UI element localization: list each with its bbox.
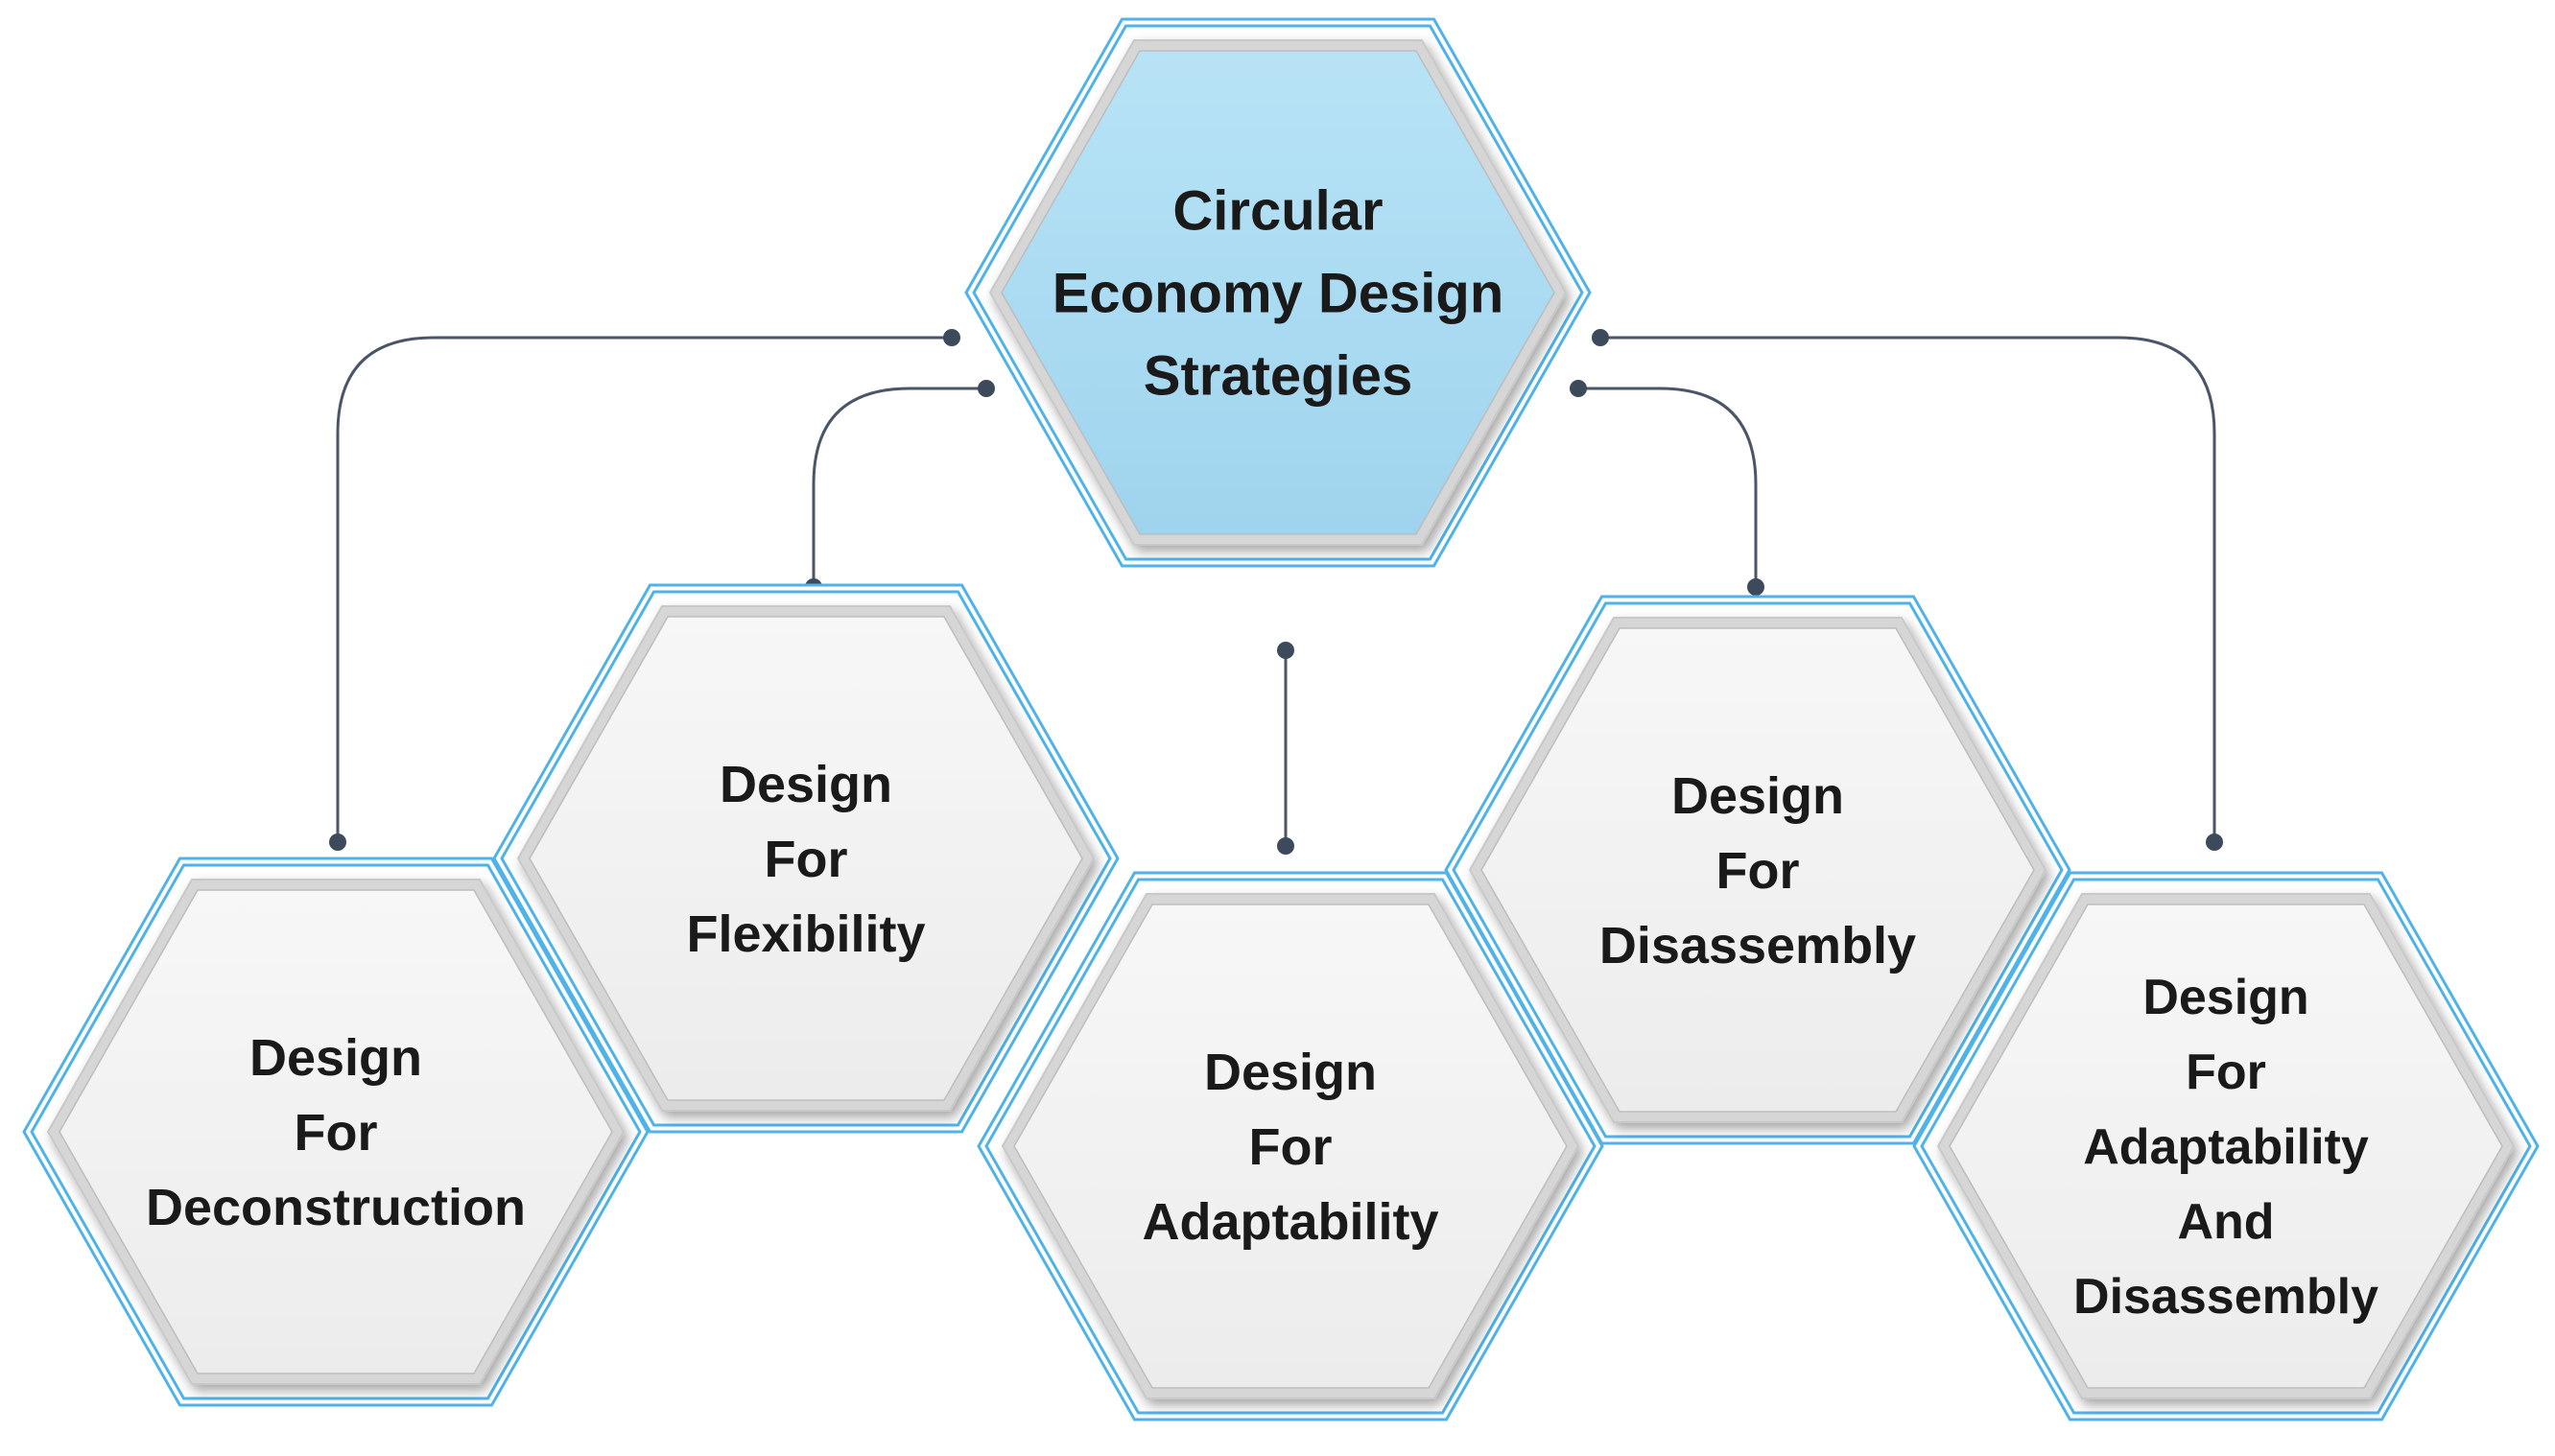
connector-disassembly (1578, 387, 1758, 587)
strategy-adaptability-and-disassembly-label-line: Disassembly (2073, 1269, 2378, 1325)
connector-dot (1592, 329, 1609, 346)
connector-lines (329, 329, 2223, 855)
strategy-flexibility-face (529, 616, 1083, 1101)
strategy-adaptability-label-line: Adaptability (1142, 1193, 1438, 1251)
strategy-adaptability-and-disassembly-inner-outline (1920, 878, 2532, 1415)
strategy-adaptability-and-disassembly-label-line: And (2177, 1194, 2274, 1250)
strategy-disassembly-label-line: Disassembly (1599, 917, 1916, 975)
strategy-disassembly-inner-outline (1452, 601, 2064, 1139)
strategy-deconstruction-face (59, 889, 613, 1374)
connector-dot (329, 834, 346, 851)
root-label-line: Strategies (1144, 344, 1412, 407)
strategy-adaptability-and-disassembly-label-line: Design (2142, 970, 2308, 1025)
connector-flexibility (812, 387, 986, 587)
root-label-line: Circular (1172, 179, 1383, 242)
strategy-deconstruction-label-line: Design (249, 1029, 422, 1087)
root-inner-outline (972, 24, 1584, 561)
connector-dot (1747, 578, 1764, 596)
connector-dot (1277, 642, 1294, 659)
strategy-adaptability-label-line: For (1249, 1118, 1333, 1176)
strategy-disassembly-face (1480, 627, 2035, 1113)
strategy-flexibility-label-line: For (765, 831, 848, 888)
root-label-line: Economy Design (1053, 262, 1504, 324)
root-face (1001, 50, 1555, 535)
strategy-adaptability-and-disassembly-label-line: For (2186, 1045, 2266, 1100)
strategy-flexibility-inner-outline (500, 590, 1112, 1127)
strategy-adaptability-label-line: Design (1204, 1044, 1377, 1101)
connector-dot (2206, 834, 2223, 851)
strategy-adaptability-and-disassembly-label-line: Adaptability (2083, 1119, 2369, 1175)
strategy-adaptability-and-disassembly-face (1949, 904, 2503, 1389)
strategy-disassembly-label-line: Design (1671, 767, 1844, 825)
connector-adaptability-and-disassembly (1600, 336, 2216, 842)
strategy-deconstruction-inner-outline (30, 863, 642, 1400)
strategy-deconstruction-label-line: Deconstruction (146, 1179, 526, 1236)
strategy-deconstruction-label-line: For (295, 1104, 378, 1162)
connector-dot (978, 380, 995, 397)
strategy-adaptability-face (1013, 904, 1568, 1389)
connector-dot (943, 329, 960, 346)
strategy-disassembly-label-line: For (1716, 842, 1800, 900)
strategy-adaptability-inner-outline (984, 878, 1597, 1415)
strategy-flexibility-label-line: Design (720, 756, 892, 813)
connector-dot (1570, 380, 1587, 397)
connector-deconstruction (336, 336, 952, 842)
strategy-flexibility-label-line: Flexibility (686, 905, 925, 963)
connector-dot (1277, 837, 1294, 855)
